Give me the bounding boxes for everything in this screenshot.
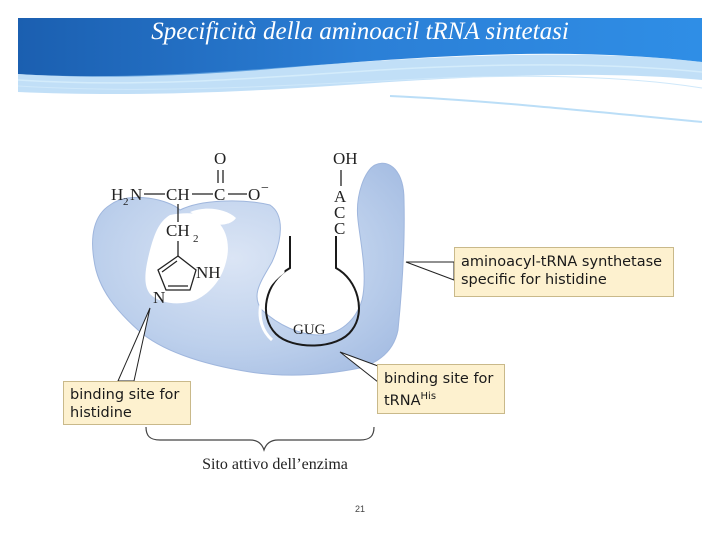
slide-title: Specificità della aminoacil tRNA sinteta… [151,18,569,45]
svg-text:N: N [130,185,142,204]
svg-text:N: N [153,288,165,307]
trna-site-label-line2: tRNA [384,392,421,409]
svg-text:−: − [261,181,269,196]
svg-text:NH: NH [196,263,221,282]
svg-text:CH: CH [166,221,190,240]
svg-text:CH: CH [166,185,190,204]
svg-text:2: 2 [193,233,199,245]
histidine-site-label-line1: binding site for [70,387,180,403]
anticodon-label: GUG [293,322,326,338]
trna-site-label-line1: binding site for [384,371,494,387]
active-site-caption: Sito attivo dell’enzima [202,456,348,473]
synthetase-label-line2: specific for histidine [461,272,607,288]
svg-text:A: A [334,187,347,206]
trna-loop [264,236,360,347]
svg-text:C: C [334,219,345,238]
histidine-pocket [145,213,228,304]
svg-text:H: H [111,185,123,204]
synthetase-callout: aminoacyl-tRNA synthetase specific for h… [454,247,674,297]
header-banner [17,18,703,123]
svg-text:O: O [248,185,260,204]
trna-binding-site-callout: binding site for tRNAHis [377,364,505,414]
svg-text:O: O [214,149,226,168]
svg-text:C: C [214,185,225,204]
trna-site-label-sup: His [420,391,437,402]
svg-text:OH: OH [333,149,358,168]
page-number: 21 [354,504,365,514]
synthetase-label-line1: aminoacyl-tRNA synthetase [461,254,663,270]
active-site-brace [145,426,375,452]
svg-text:C: C [334,203,345,222]
svg-text:2: 2 [123,196,129,208]
histidine-site-label-line2: histidine [70,405,132,421]
histidine-binding-site-callout: binding site for histidine [63,381,191,425]
synthetase-pointer [405,261,455,281]
trna-acceptor-end: OH A C C [333,149,358,238]
histidine-structure: H 2 N CH C O − O CH 2 NH N [111,149,269,307]
